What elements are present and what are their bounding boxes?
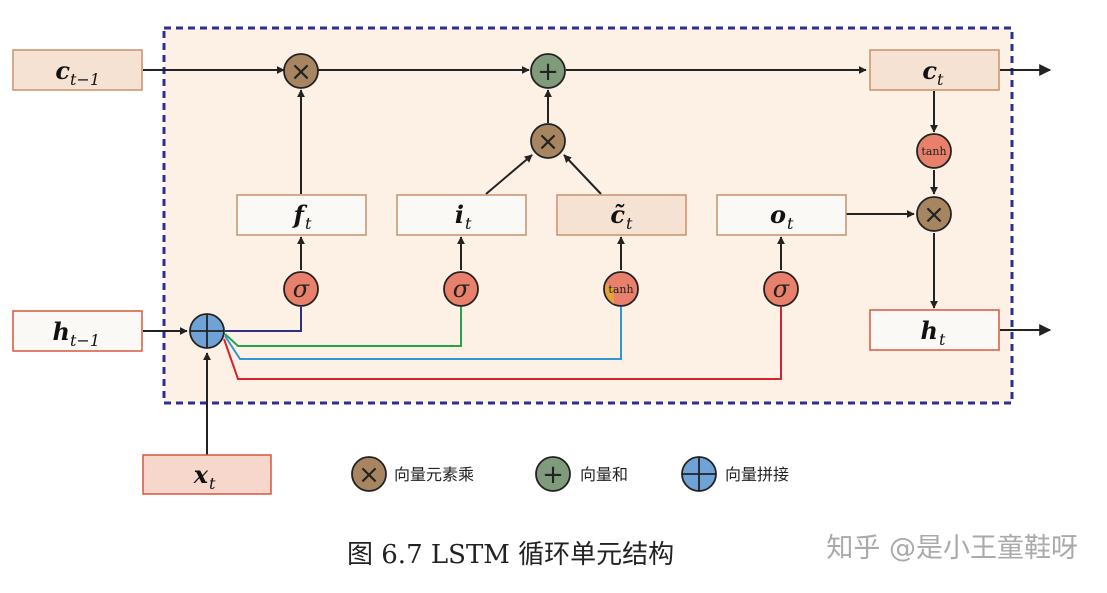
box-o-t-main: o	[770, 200, 786, 229]
box-h-t: h t	[869, 309, 1000, 351]
box-c-t-sub: t	[937, 70, 944, 89]
add-symbol: +	[542, 460, 564, 490]
sigma-node-output: σ	[763, 271, 799, 307]
box-i-t: i t	[396, 194, 527, 236]
box-c-tilde: c̃ t	[556, 194, 687, 236]
sigma-node-forget: σ	[283, 271, 319, 307]
multiply-symbol: ×	[923, 200, 945, 230]
box-x-t: x t	[142, 454, 272, 495]
add-symbol: +	[537, 57, 559, 87]
legend: × 向量元素乘 + 向量和 向量拼接	[351, 456, 789, 492]
sigma-label: σ	[453, 275, 470, 303]
legend-add-label: 向量和	[580, 465, 628, 484]
line-to-candidate	[224, 307, 622, 360]
sigma-label: σ	[293, 275, 310, 303]
box-o-t: o t	[716, 194, 847, 236]
line-to-output-gate	[223, 307, 782, 380]
sigma-label: σ	[773, 275, 790, 303]
sigma-node-input: σ	[443, 271, 479, 307]
multiply-symbol: ×	[537, 127, 559, 157]
box-o-t-sub: t	[787, 214, 794, 233]
multiply-node-forget: ×	[283, 53, 319, 89]
box-f-t: f t	[236, 194, 367, 236]
box-h-prev: h t−1	[12, 310, 143, 352]
box-f-t-sub: t	[305, 214, 312, 233]
tanh-node-candidate: tanh	[603, 271, 639, 307]
tanh-node-cell: tanh	[916, 133, 952, 169]
multiply-symbol: ×	[358, 460, 380, 490]
figure-caption: 图 6.7 LSTM 循环单元结构	[347, 540, 674, 570]
box-c-t-main: c	[922, 56, 937, 85]
box-h-prev-main: h	[53, 317, 70, 346]
multiply-node-output: ×	[916, 196, 952, 232]
box-c-prev-main: c	[55, 56, 70, 85]
box-i-t-sub: t	[465, 214, 472, 233]
legend-multiply: × 向量元素乘	[351, 456, 474, 492]
concat-node	[189, 313, 225, 349]
tanh-label: tanh	[608, 283, 633, 296]
line-to-input-gate	[224, 307, 462, 347]
legend-multiply-label: 向量元素乘	[394, 465, 474, 484]
connection-lines	[143, 64, 1052, 455]
tanh-label: tanh	[921, 145, 946, 158]
multiply-symbol: ×	[290, 57, 312, 87]
box-c-prev: c t−1	[12, 49, 143, 91]
box-h-t-sub: t	[939, 330, 946, 349]
watermark: 知乎 @是小王童鞋呀	[826, 533, 1078, 564]
box-c-t: c t	[869, 49, 1000, 91]
box-h-prev-sub: t−1	[70, 331, 100, 350]
box-i-t-main: i	[455, 200, 464, 229]
box-f-t-main: f	[292, 200, 308, 229]
box-h-t-main: h	[921, 316, 938, 345]
multiply-node-input: ×	[530, 123, 566, 159]
box-x-t-main: x	[193, 460, 209, 489]
box-c-prev-sub: t−1	[70, 70, 100, 89]
box-c-tilde-sub: t	[626, 214, 633, 233]
legend-concat: 向量拼接	[681, 456, 789, 492]
box-x-t-sub: t	[209, 474, 216, 493]
legend-concat-label: 向量拼接	[725, 465, 789, 484]
line-to-forget-gate	[225, 307, 302, 332]
add-node-cell: +	[530, 53, 566, 89]
legend-add: + 向量和	[535, 456, 628, 492]
box-c-tilde-main: c̃	[610, 200, 625, 229]
